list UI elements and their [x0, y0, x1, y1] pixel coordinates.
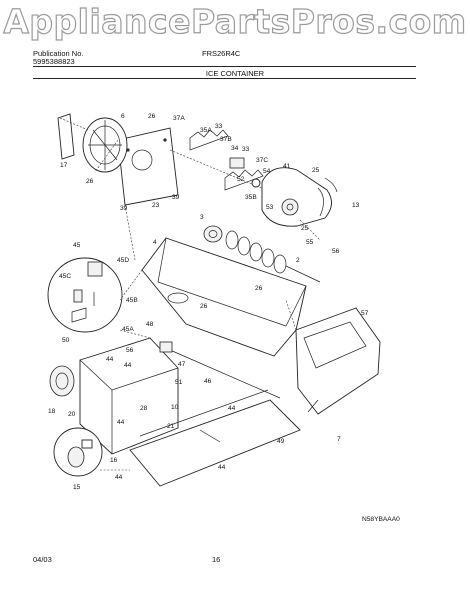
- leader-lines: [59, 117, 321, 471]
- callout-44: 44: [106, 356, 114, 363]
- callout-45c: 45C: [59, 273, 71, 280]
- ice-bucket: [141, 237, 307, 357]
- callout-48: 48: [146, 321, 154, 328]
- callout-35b: 35B: [245, 194, 257, 201]
- callout-57: 57: [361, 310, 369, 317]
- callout-15: 15: [73, 484, 81, 491]
- callout-26c: 26: [255, 285, 263, 292]
- callout-33: 33: [215, 123, 223, 130]
- callout-labels: 6 26 37A 33 35A 37B 34 33 37C 54 41 25 1…: [48, 113, 369, 491]
- actuator-rod: [159, 341, 281, 399]
- callout-45: 45: [73, 242, 81, 249]
- auger-spring: [225, 230, 321, 283]
- callout-52: 52: [237, 176, 245, 183]
- callout-7: 7: [337, 436, 341, 443]
- header-rule-bottom: [33, 78, 416, 79]
- callout-23: 23: [152, 202, 160, 209]
- callout-44e: 44: [115, 474, 123, 481]
- callout-26: 26: [148, 113, 156, 120]
- callout-45d: 45D: [117, 257, 129, 264]
- callout-44f: 44: [218, 464, 226, 471]
- callout-55: 55: [306, 239, 314, 246]
- callout-34: 34: [231, 145, 239, 152]
- callout-3: 3: [200, 214, 204, 221]
- callout-45a: 45A: [122, 326, 134, 333]
- dispenser-door: [295, 307, 381, 415]
- callout-39: 39: [120, 205, 128, 212]
- callout-25b: 25: [301, 225, 309, 232]
- base-plate: [129, 389, 301, 487]
- callout-18: 18: [48, 408, 56, 415]
- section-title: ICE CONTAINER: [205, 69, 265, 78]
- callout-16: 16: [110, 457, 118, 464]
- callout-28: 28: [140, 405, 148, 412]
- drive-gear: [203, 225, 223, 243]
- callout-13: 13: [352, 202, 360, 209]
- callout-44b: 44: [124, 362, 132, 369]
- mounting-bracket: [117, 127, 179, 206]
- callout-49: 49: [277, 438, 285, 445]
- solenoid-detail: [47, 257, 123, 333]
- callout-50: 50: [62, 337, 70, 344]
- callout-44c: 44: [228, 405, 236, 412]
- auger-shaft: [57, 113, 75, 160]
- callout-56: 56: [332, 248, 340, 255]
- callout-10: 10: [171, 404, 179, 411]
- callout-26b: 26: [86, 178, 94, 185]
- callout-4: 4: [153, 239, 157, 246]
- callout-51: 51: [175, 379, 183, 386]
- callout-20: 20: [68, 411, 76, 418]
- callout-44d: 44: [117, 419, 125, 426]
- callout-26d: 26: [200, 303, 208, 310]
- diagram-code: N58YBAAA0: [362, 516, 400, 523]
- motor-housing: [261, 167, 338, 227]
- publication-number: 5995388823: [33, 57, 75, 66]
- callout-47: 47: [178, 361, 186, 368]
- callout-56b: 56: [126, 347, 134, 354]
- callout-45b: 45B: [126, 297, 138, 304]
- lower-motor-housing: [49, 337, 179, 455]
- footer-page: 16: [212, 555, 221, 564]
- publication-label: Publication No.: [33, 49, 84, 58]
- header-rule-top: [33, 66, 416, 67]
- model-number: FRS26R4C: [202, 49, 241, 58]
- callout-37a: 37A: [173, 115, 185, 122]
- callout-54: 54: [263, 168, 271, 175]
- watermark-text: AppliancePartsPros.com: [3, 1, 467, 41]
- callout-35a: 35A: [200, 127, 212, 134]
- callout-2: 2: [296, 257, 300, 264]
- footer-date: 04/03: [33, 555, 52, 564]
- callout-25: 25: [312, 167, 320, 174]
- auger-drum: [82, 117, 128, 173]
- callout-37b: 37B: [220, 136, 232, 143]
- callout-6: 6: [121, 113, 125, 120]
- callout-17: 17: [60, 162, 68, 169]
- callout-53: 53: [266, 204, 274, 211]
- callout-21: 21: [167, 423, 175, 430]
- callout-39b: 39: [172, 194, 180, 201]
- light-bulb-detail: [53, 427, 103, 477]
- callout-33b: 33: [242, 146, 250, 153]
- callout-41: 41: [283, 163, 291, 170]
- callout-46: 46: [204, 378, 212, 385]
- callout-37c: 37C: [256, 157, 268, 164]
